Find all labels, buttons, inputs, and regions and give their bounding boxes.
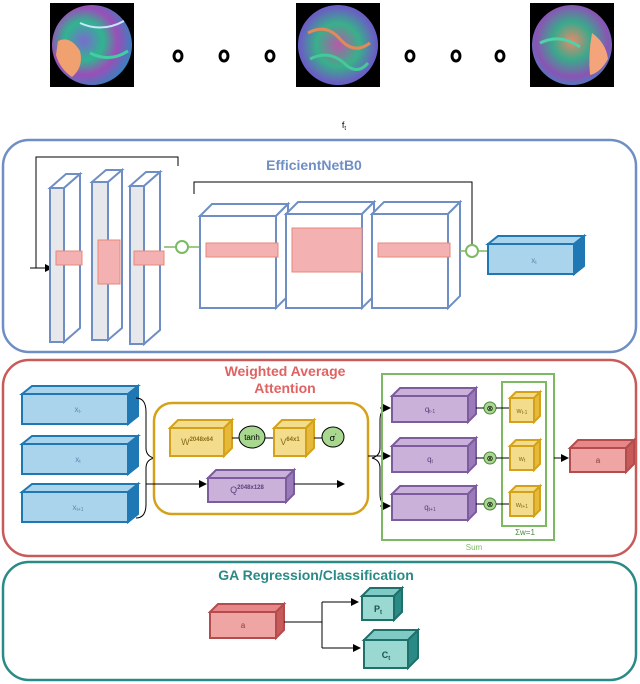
svg-text:⊗: ⊗	[487, 404, 494, 413]
attention-module	[152, 401, 370, 516]
weight-current: wt	[507, 437, 543, 473]
svg-text:Q2048x128: Q2048x128	[230, 485, 264, 495]
conv-block-1	[47, 171, 83, 345]
multiply-ops: ⊗ ⊗ ⊗	[483, 401, 497, 511]
sigmoid-label: σ'	[330, 433, 337, 443]
svg-text:wt+1: wt+1	[515, 502, 528, 510]
conv-block-2	[89, 167, 125, 343]
sum-w-label: Σw=1	[515, 528, 535, 537]
q-output-next: qt+1	[389, 483, 479, 523]
mbconv-block-3	[369, 199, 463, 311]
svg-text:⊗: ⊗	[487, 500, 494, 509]
tanh-label: tanh	[244, 433, 260, 442]
weight-next: wt+1	[507, 483, 543, 519]
ga-panel	[1, 560, 638, 682]
svg-text:xt-: xt-	[74, 405, 81, 415]
svg-text:Ct: Ct	[382, 650, 391, 662]
q-output-current: qt	[389, 435, 479, 475]
svg-text:a: a	[596, 456, 601, 465]
attention-title-line1: Weighted Average	[225, 363, 346, 379]
frame-label: ft	[342, 120, 347, 132]
sigmoid-activation	[321, 426, 345, 448]
svg-text:W2048x64: W2048x64	[181, 437, 214, 447]
ga-classification-output: Ct	[361, 627, 421, 671]
w-weight-block: W2048x64	[167, 417, 235, 459]
sum-label: Sum	[466, 543, 483, 552]
svg-text:⊗: ⊗	[487, 454, 494, 463]
svg-text:qt-1: qt-1	[425, 405, 436, 415]
output-brace	[371, 407, 391, 507]
add-connector-1	[175, 240, 189, 254]
efficientnet-panel	[1, 138, 638, 354]
v-weight-block: V64x1	[271, 417, 317, 459]
attention-title-line2: Attention	[254, 380, 315, 396]
weight-prev: wt-1	[507, 389, 543, 425]
sequence-ellipsis	[172, 49, 506, 63]
feature-vector-output-label: xt	[531, 256, 537, 266]
svg-text:xt: xt	[75, 455, 81, 465]
svg-text:xt+1: xt+1	[72, 503, 83, 513]
svg-text:Pt: Pt	[374, 604, 382, 616]
conv-block-3	[127, 169, 165, 347]
mbconv-block-2	[283, 199, 377, 311]
tanh-activation	[238, 425, 266, 449]
svg-text:qt+1: qt+1	[424, 503, 436, 513]
attention-output: a	[567, 437, 637, 475]
svg-text:V64x1: V64x1	[280, 437, 300, 447]
input-feature-current: xt	[19, 433, 141, 477]
feature-vector-output: xt	[485, 233, 587, 277]
q-projection-block: Q2048x128	[205, 467, 297, 505]
weights-box	[501, 381, 547, 527]
frame-thumbnail-first	[50, 3, 134, 87]
svg-text:a: a	[241, 621, 246, 630]
sum-box	[381, 373, 555, 541]
frame-thumbnail-last	[530, 3, 614, 87]
ga-title: GA Regression/Classification	[218, 567, 414, 583]
q-output-prev: qt-1	[389, 385, 479, 425]
ga-regression-output: Pt	[359, 585, 405, 623]
frame-thumbnail-middle	[296, 3, 380, 87]
input-feature-prev: xt-	[19, 383, 141, 427]
attention-panel	[1, 358, 638, 558]
add-connector-2	[465, 244, 479, 258]
svg-text:qt: qt	[427, 455, 433, 465]
input-feature-next: xt+1	[19, 481, 141, 525]
svg-text:wt: wt	[518, 456, 526, 464]
ga-input: a	[207, 601, 287, 641]
mbconv-block-1	[197, 201, 291, 311]
svg-text:wt-1: wt-1	[516, 408, 528, 416]
efficientnet-title: EfficientNetB0	[266, 157, 362, 173]
